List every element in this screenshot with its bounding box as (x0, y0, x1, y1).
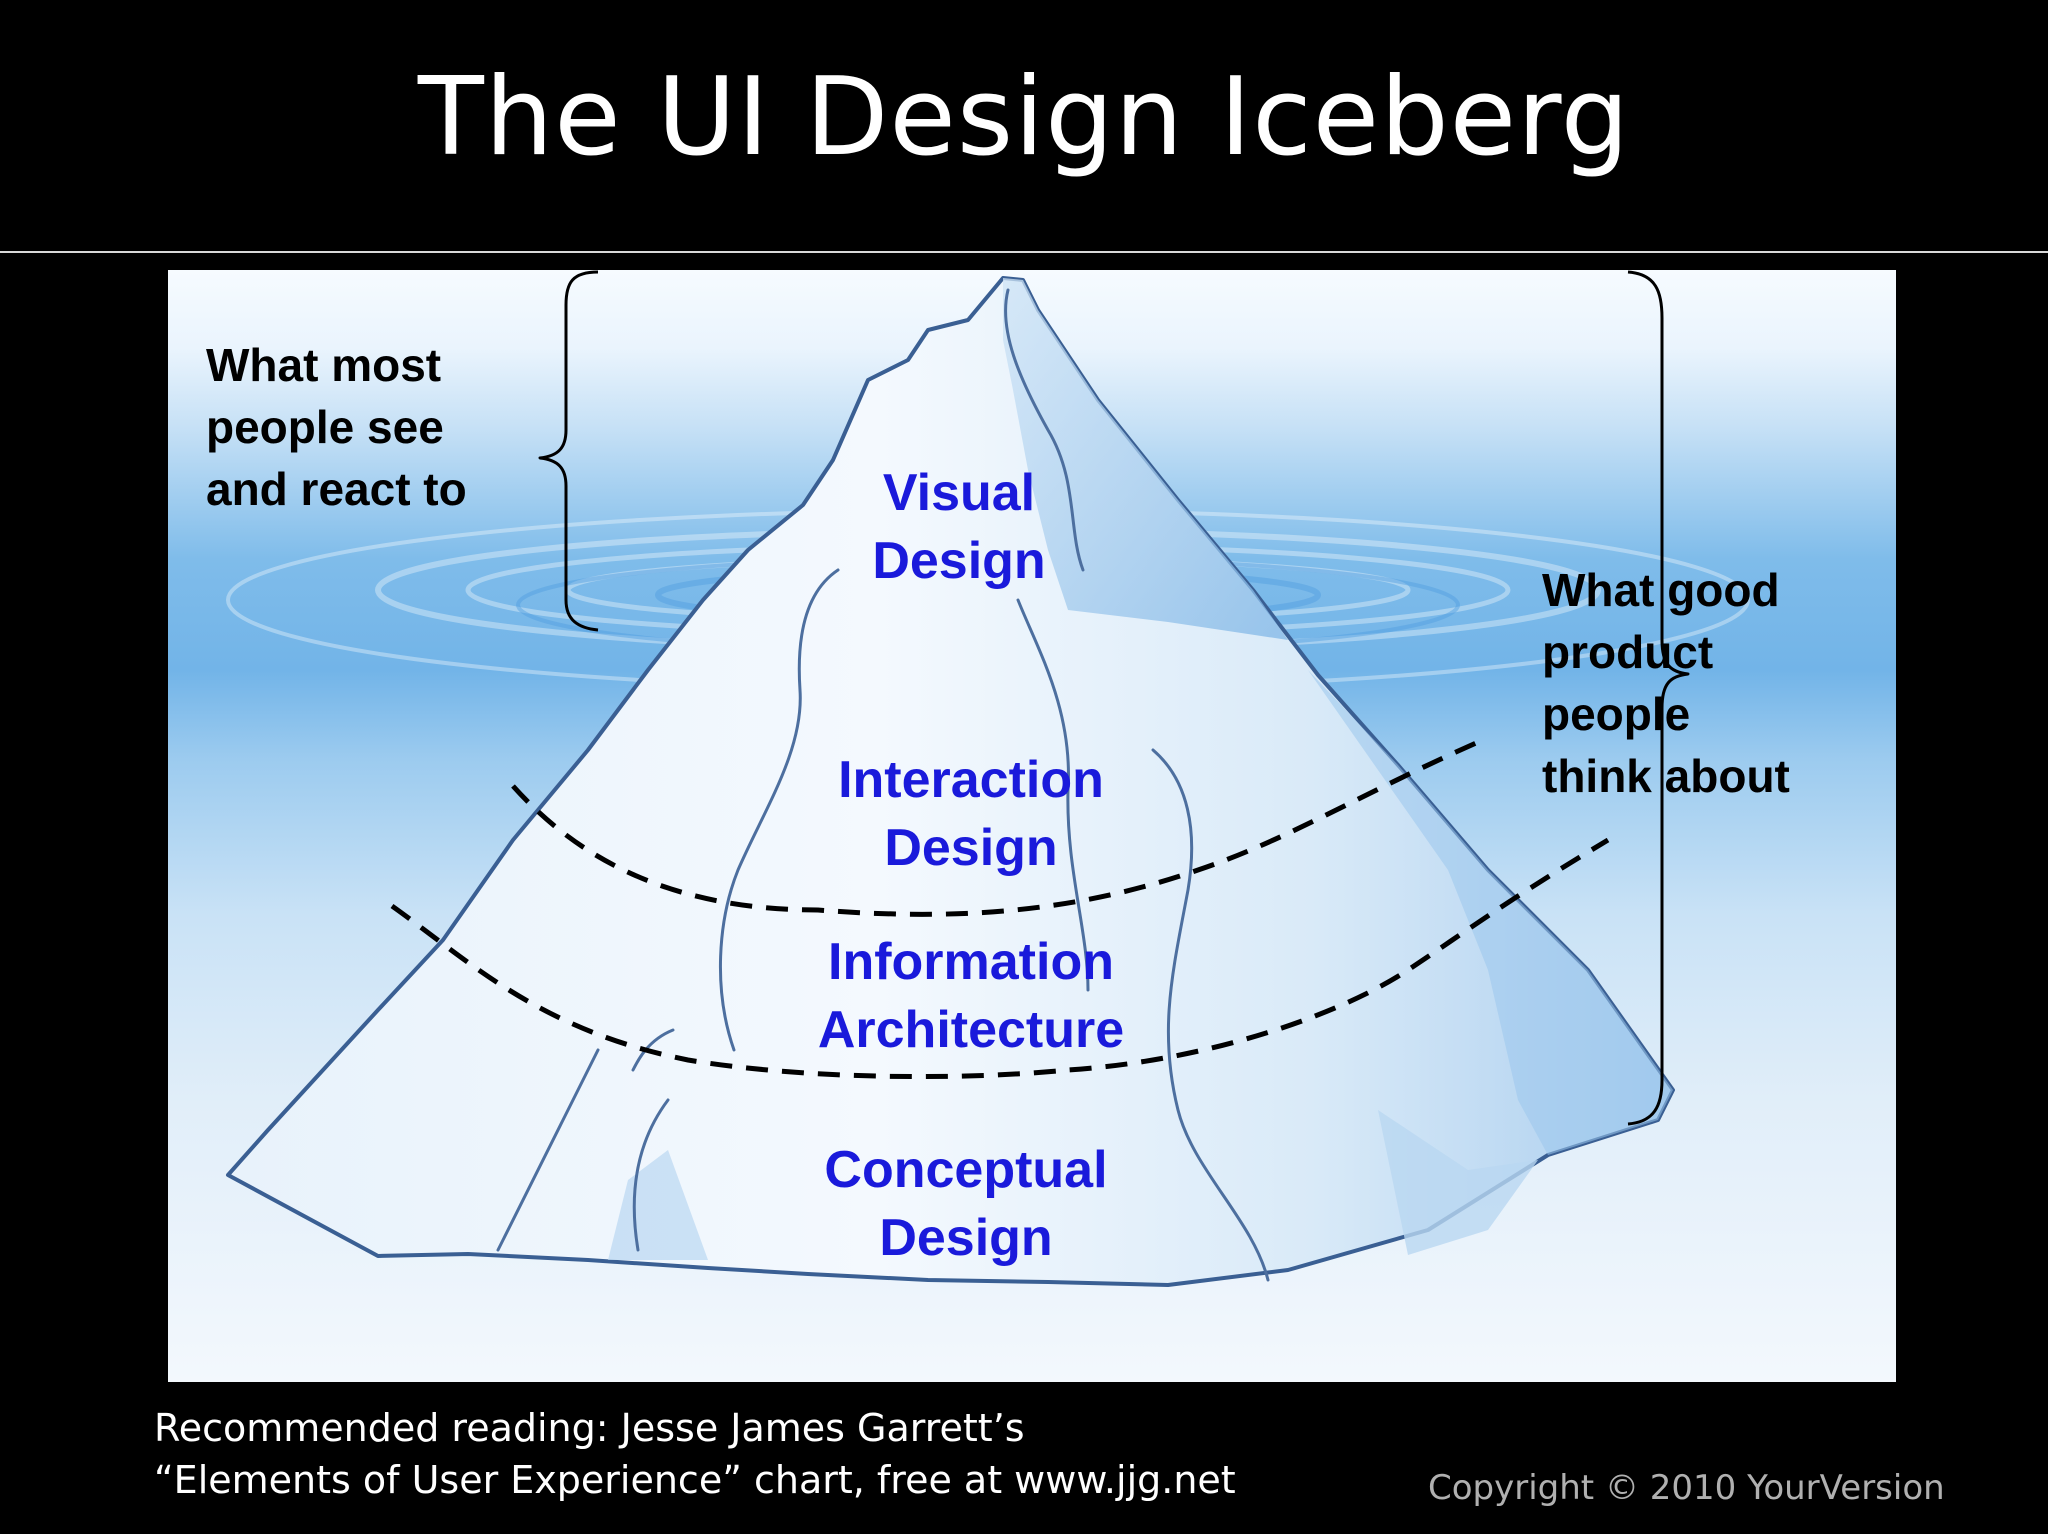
slide-title: The UI Design Iceberg (417, 55, 1631, 180)
right-annotation: What good product people think about (1542, 564, 1790, 802)
left-annotation-line3: and react to (206, 463, 467, 515)
title-divider (0, 251, 2048, 253)
left-annotation: What most people see and react to (206, 339, 467, 515)
left-annotation-line2: people see (206, 401, 444, 453)
left-annotation-line1: What most (206, 339, 441, 391)
layer-label-interaction-design-line1: Interaction (838, 751, 1104, 809)
layer-label-visual-design-line1: Visual (883, 464, 1035, 522)
layer-label-information-architecture-line2: Architecture (818, 1001, 1124, 1059)
layer-label-visual-design-line2: Design (872, 532, 1045, 590)
layer-labels: Visual Design Interaction Design Informa… (818, 464, 1124, 1267)
copyright-text: Copyright © 2010 YourVersion (1428, 1468, 1945, 1508)
dashed-divider-upper (511, 737, 1484, 917)
right-annotation-line1: What good (1542, 564, 1780, 616)
recommended-reading-line1: Recommended reading: Jesse James Garrett… (154, 1406, 1025, 1450)
iceberg-crevices (496, 288, 1270, 1282)
layer-label-interaction-design-line2: Design (884, 819, 1057, 877)
layer-label-information-architecture-line1: Information (828, 933, 1114, 991)
iceberg-svg: Visual Design Interaction Design Informa… (168, 270, 1896, 1382)
right-annotation-line4: think about (1542, 750, 1790, 802)
iceberg-peak-shade (1003, 278, 1288, 640)
iceberg-diagram: Visual Design Interaction Design Informa… (168, 270, 1896, 1382)
layer-label-conceptual-design-line2: Design (879, 1209, 1052, 1267)
recommended-reading-note: Recommended reading: Jesse James Garrett… (154, 1402, 1354, 1506)
dashed-divider-lower (390, 837, 1610, 1080)
iceberg-bottom-left-shade (608, 1150, 708, 1260)
right-brace (1627, 270, 1690, 1126)
layer-label-conceptual-design-line1: Conceptual (824, 1141, 1107, 1199)
iceberg-bottom-shade (1378, 1110, 1538, 1255)
right-annotation-line2: product (1542, 626, 1713, 678)
recommended-reading-line2: “Elements of User Experience” chart, fre… (154, 1458, 1236, 1502)
iceberg-right-shade (1308, 670, 1673, 1155)
left-brace (538, 270, 599, 632)
right-annotation-line3: people (1542, 688, 1690, 740)
